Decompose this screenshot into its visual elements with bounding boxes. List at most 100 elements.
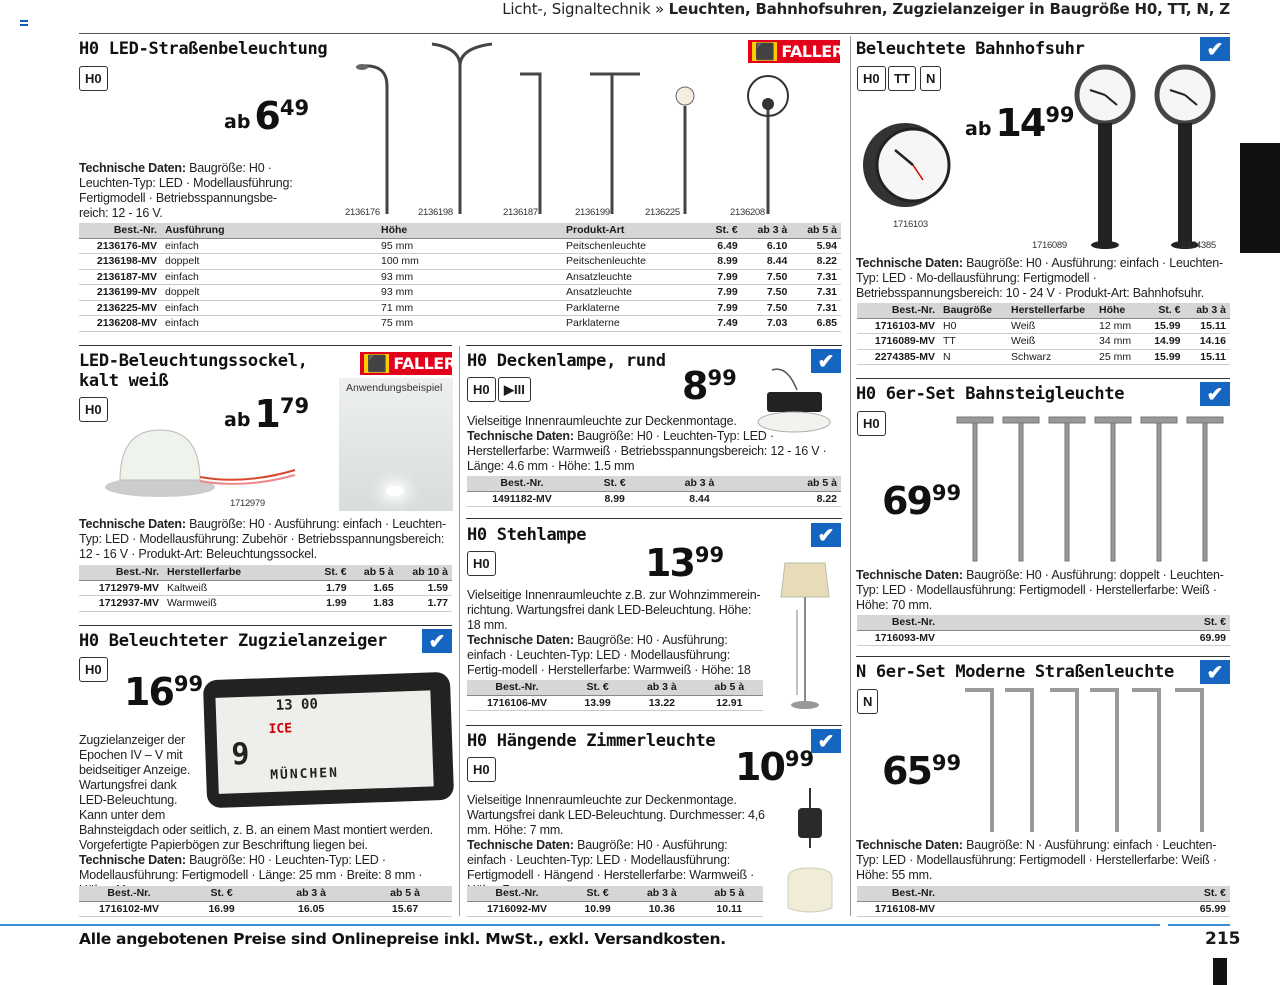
- platform-lights-image: [956, 416, 1224, 562]
- scale-badge: TT: [888, 66, 916, 91]
- art-number: 2136176: [345, 207, 380, 218]
- scale-badge: H0: [79, 397, 108, 422]
- scale-badge: H0: [467, 377, 496, 402]
- header-title: Leuchten, Bahnhofsuhren, Zugzielanzeiger…: [668, 0, 1231, 18]
- tech-data-s2: Technische Daten: Baugröße: H0 · Ausführ…: [79, 517, 447, 561]
- page-number: 215: [1205, 929, 1241, 949]
- art-number: 1712979: [230, 498, 265, 509]
- scale-badge: H0: [79, 657, 108, 682]
- desc-s5: Vielseitige Innenraumleuchte z.B. zur Wo…: [467, 588, 761, 632]
- section-title-destination-display: H0 Beleuchteter Zugzielanzeiger: [79, 631, 387, 651]
- art-number: 2136199: [575, 207, 610, 218]
- faller-logo: ⬛FALLER: [748, 40, 844, 63]
- scale-badge: H0: [857, 66, 886, 91]
- section-title-ceiling-lamp: H0 Deckenlampe, rund: [467, 351, 666, 371]
- tech-data-s7: Technische Daten: Baugröße: H0 · Ausführ…: [856, 256, 1224, 300]
- desc-s3: Zugzielanzeiger der Epochen IV – V mit b…: [79, 733, 191, 822]
- page-edge-marker: [1213, 958, 1227, 985]
- viessmann-logo: ✔: [1200, 382, 1230, 406]
- tech-data-s4: Technische Daten: Baugröße: H0 · Leuchte…: [467, 429, 827, 473]
- footer-disclaimer: Alle angebotenen Preise sind Onlinepreis…: [79, 930, 726, 948]
- footer-line: [1168, 924, 1230, 926]
- scale-badge: H0: [857, 411, 886, 436]
- street-lamps-image: [356, 42, 789, 214]
- tech-data-s1: Technische Daten: Baugröße: H0 · Leuchte…: [79, 161, 293, 220]
- corner-mark: [20, 20, 28, 26]
- viessmann-logo: ✔: [811, 523, 841, 547]
- viessmann-logo: ✔: [422, 629, 452, 653]
- section-title-platform-light: H0 6er-Set Bahnsteigleuchte: [856, 384, 1125, 404]
- station-clock-image: [863, 64, 1216, 249]
- art-number: 1716103: [893, 219, 928, 230]
- section-tab-marker: [1240, 143, 1280, 253]
- art-number: 2136187: [503, 207, 538, 218]
- pendant-lamp-image: [787, 788, 833, 913]
- scale-badge: H0: [467, 757, 496, 782]
- art-number: 2274385: [1181, 240, 1216, 251]
- faller-logo: ⬛FALLER: [360, 352, 456, 375]
- scale-badge: H0: [79, 66, 108, 91]
- section-title-pendant-lamp: H0 Hängende Zimmerleuchte: [467, 731, 716, 751]
- art-number: 2136225: [645, 207, 680, 218]
- art-number: 1716089: [1032, 240, 1067, 251]
- destination-display-image: 13 00 ICE 9 MÜNCHEN: [202, 671, 455, 809]
- viessmann-logo: ✔: [1200, 660, 1230, 684]
- desc-s6: Vielseitige Innenraumleuchte zur Deckenm…: [467, 793, 765, 837]
- tech-data-s3: Technische Daten: Baugröße: H0 · Leuchte…: [79, 853, 423, 897]
- section-title-led-base-2: kalt weiß: [79, 371, 169, 391]
- viessmann-logo: ✔: [1200, 37, 1230, 61]
- header-category: Licht-, Signaltechnik »: [502, 0, 664, 18]
- section-title-modern-streetlight: N 6er-Set Moderne Straßenleuchte: [856, 662, 1174, 682]
- scale-badge: N: [857, 689, 879, 714]
- footer-line: [0, 924, 1160, 926]
- viessmann-logo: ✔: [811, 729, 841, 753]
- led-base-image: [105, 429, 296, 497]
- page-header: Licht-, Signaltechnik » Leuchten, Bahnho…: [502, 0, 1230, 18]
- desc-s3-2: Bahnsteigdach oder seitlich, z. B. an ei…: [79, 823, 433, 852]
- tech-data-s5: Technische Daten: Baugröße: H0 · Ausführ…: [467, 633, 751, 692]
- viessmann-logo: ✔: [811, 349, 841, 373]
- example-label: Anwendungsbeispiel: [346, 382, 443, 394]
- section-title-station-clock: Beleuchtete Bahnhofsuhr: [856, 39, 1085, 59]
- tech-data-s6: Technische Daten: Baugröße: H0 · Ausführ…: [467, 838, 755, 897]
- tech-data-s8: Technische Daten: Baugröße: H0 · Ausführ…: [856, 568, 1224, 612]
- modern-streetlights-image: [965, 688, 1204, 832]
- era-badge: ▶III: [498, 377, 531, 402]
- desc-s4: Vielseitige Innenraumleuchte zur Deckenm…: [467, 414, 737, 428]
- scale-badge: N: [920, 66, 942, 91]
- section-title-streetlights: H0 LED-Straßenbeleuchtung: [79, 39, 328, 59]
